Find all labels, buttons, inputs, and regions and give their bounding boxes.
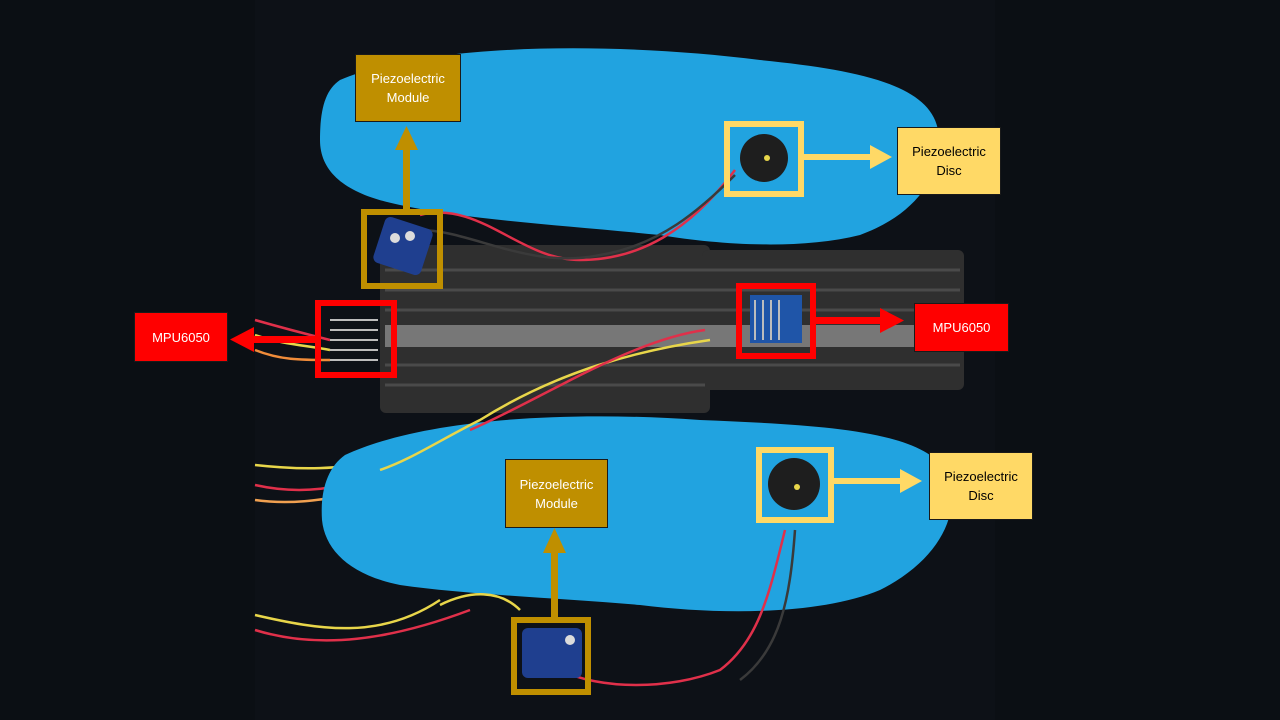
arrow-disc-top xyxy=(801,145,892,169)
bottom-insole xyxy=(321,416,952,612)
piezo-module-bottom-board xyxy=(522,628,582,678)
piezo-module-top-board xyxy=(373,217,433,275)
arrow-mpu-left xyxy=(230,327,318,352)
label-mpu6050-left: MPU6050 xyxy=(134,312,228,362)
label-piezoelectric-module-bottom: Piezoelectric Module xyxy=(505,459,608,528)
highlight-module-top xyxy=(361,209,443,289)
piezo-disc-bottom xyxy=(768,458,820,510)
arrow-mpu-right xyxy=(813,308,904,333)
label-piezoelectric-disc-top: Piezoelectric Disc xyxy=(897,127,1001,195)
mpu6050-right-board xyxy=(750,295,802,343)
strap-stripes xyxy=(385,268,960,387)
mpu6050-left-board xyxy=(330,319,378,361)
arrow-disc-bottom xyxy=(831,469,922,493)
arrow-module-bottom xyxy=(543,528,566,620)
label-piezoelectric-disc-bottom: Piezoelectric Disc xyxy=(929,452,1033,520)
loose-wires-left xyxy=(254,318,471,642)
arrow-module-top xyxy=(395,126,418,212)
label-mpu6050-right: MPU6050 xyxy=(914,303,1009,352)
piezo-disc-top-center xyxy=(764,155,770,161)
label-piezoelectric-module-top: Piezoelectric Module xyxy=(355,54,461,122)
sensor-wires xyxy=(379,169,797,687)
highlight-disc-bottom xyxy=(756,447,834,523)
piezo-disc-bottom-center xyxy=(794,484,800,490)
